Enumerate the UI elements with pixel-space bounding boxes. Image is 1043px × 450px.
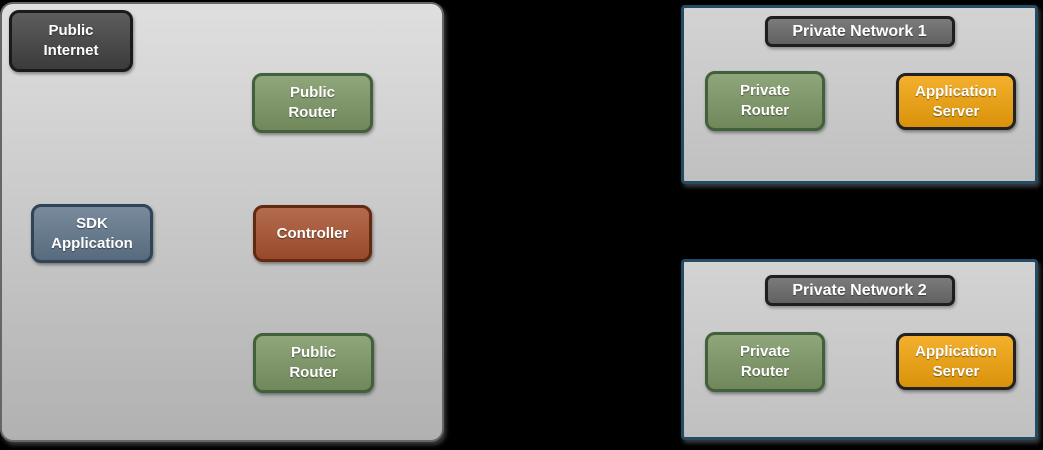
node-public-router-top: Public Router xyxy=(252,73,373,133)
node-public-internet: Public Internet xyxy=(9,10,133,72)
private-network-2-title: Private Network 2 xyxy=(764,275,955,306)
node-public-router-bottom: Public Router xyxy=(253,333,374,393)
private-network-1-title: Private Network 1 xyxy=(764,16,955,47)
private-network-1-container: Private Network 1 Private Router Applica… xyxy=(681,5,1038,184)
private-network-2-container: Private Network 2 Private Router Applica… xyxy=(681,259,1038,440)
node-application-server-1: Application Server xyxy=(896,73,1016,130)
node-application-server-2: Application Server xyxy=(896,333,1016,390)
node-private-router-1: Private Router xyxy=(705,71,825,131)
public-zone-container: Public Internet Public Router SDK Applic… xyxy=(0,2,444,442)
node-controller: Controller xyxy=(253,205,372,262)
node-sdk-application: SDK Application xyxy=(31,204,153,263)
node-private-router-2: Private Router xyxy=(705,332,825,392)
